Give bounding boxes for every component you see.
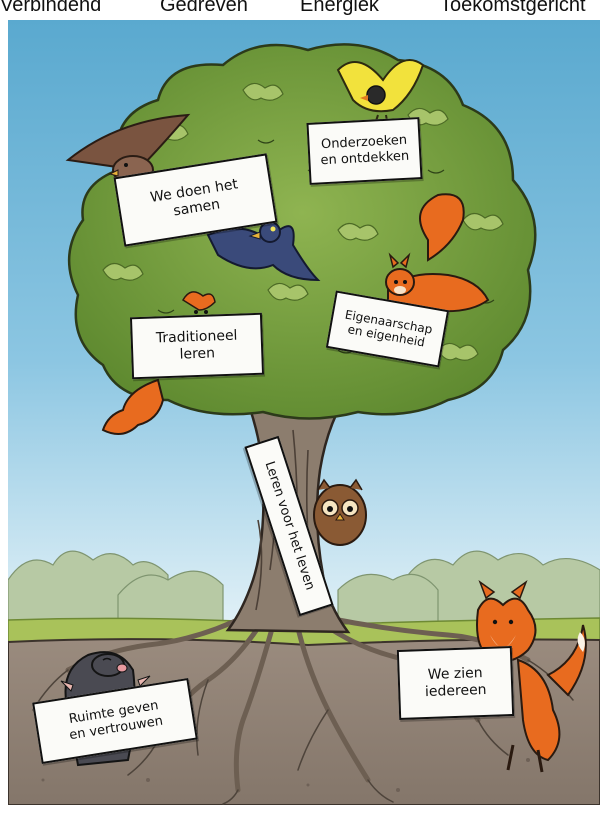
tree-illustration: We doen het samen Onderzoeken en ontdekk… (8, 20, 600, 805)
yellow-bird-icon (336, 59, 425, 128)
header-word-4: Toekomstgericht (440, 0, 586, 16)
sign-onderzoeken-en-ontdekken: Onderzoeken en ontdekken (306, 117, 423, 185)
squirrel-icon (385, 193, 490, 313)
sign-samen-text: We doen het samen (149, 176, 240, 220)
fox-icon (476, 579, 587, 773)
header-word-2: Gedreven (160, 0, 248, 16)
sign-we-zien-iedereen: We zien iedereen (396, 646, 515, 720)
sign-ruimte-text: Ruimte geven en vertrouwen (67, 698, 165, 744)
header-word-1: Verbindend (0, 0, 102, 16)
sign-traditioneel-text: Traditioneel leren (155, 327, 238, 363)
squirrel-tail-icon (101, 291, 216, 435)
header-word-3: Energiek (300, 0, 379, 16)
owl-icon (313, 478, 367, 546)
sign-eigenaarschap-text: Eigenaarschap en eigenheid (343, 307, 434, 350)
header-values: Verbindend Gedreven Energiek Toekomstger… (0, 0, 600, 20)
sign-traditioneel-leren: Traditioneel leren (129, 312, 265, 380)
sign-iedereen-text: We zien iedereen (424, 665, 487, 701)
fine-roots (32, 659, 574, 805)
sign-onderzoeken-text: Onderzoeken en ontdekken (320, 133, 410, 169)
